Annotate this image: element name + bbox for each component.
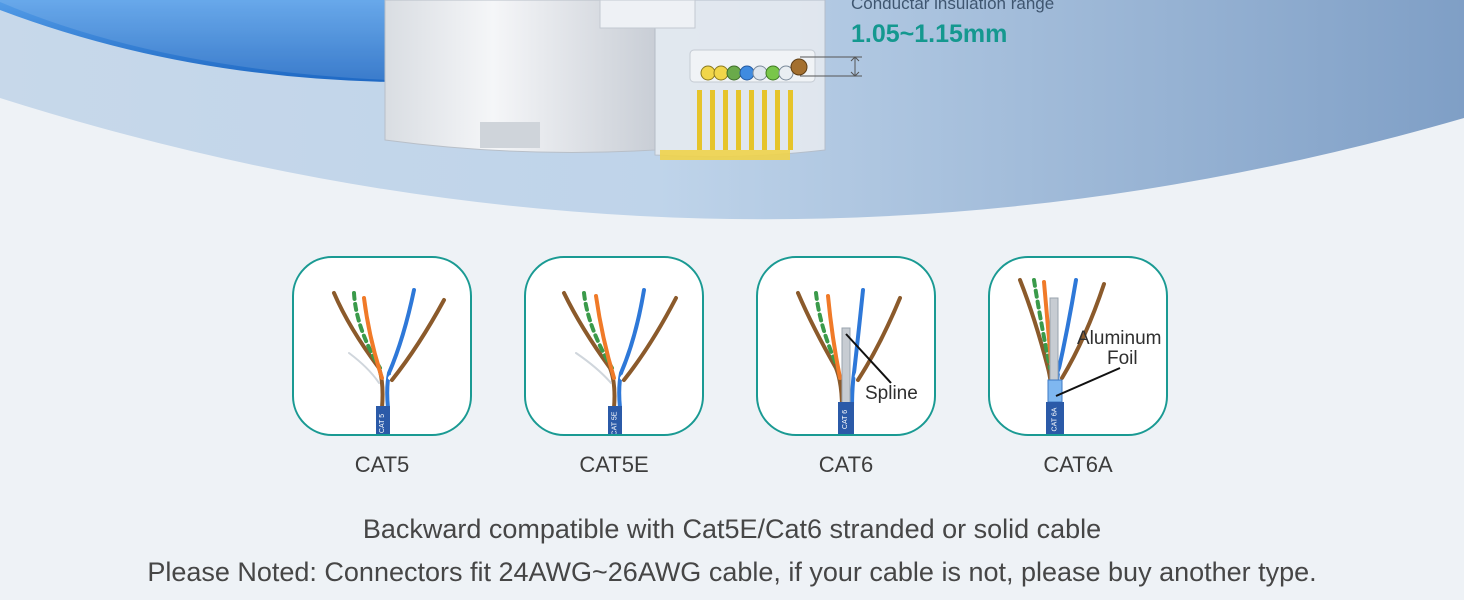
cat6a-jacket-text: CAT 6A bbox=[1051, 407, 1059, 431]
compatibility-note: Backward compatible with Cat5E/Cat6 stra… bbox=[362, 514, 1102, 544]
awg-note: Please Noted: Connectors fit 24AWG~26AWG… bbox=[147, 557, 1317, 587]
cat6-jacket-text: CAT 6 bbox=[842, 409, 850, 429]
cat6-cable-illustration bbox=[796, 288, 902, 434]
network-cable-image bbox=[0, 0, 390, 82]
rj45-connector-image bbox=[384, 0, 826, 160]
cable-card-cat6a: CAT 6A Aluminum Foil bbox=[988, 256, 1168, 436]
cable-card-cat5: CAT 5 bbox=[292, 256, 472, 436]
cable-label-cat6: CAT6 bbox=[818, 452, 874, 477]
cable-label-cat5: CAT5 bbox=[354, 452, 410, 477]
cat5e-jacket-text: CAT 5E bbox=[611, 411, 619, 435]
cat6a-cable-illustration bbox=[1018, 278, 1121, 434]
cable-label-cat5e: CAT5E bbox=[579, 452, 649, 477]
cable-card-cat5e: CAT 5E bbox=[524, 256, 704, 436]
cat5e-cable-illustration bbox=[562, 288, 678, 434]
foil-callout-line2: Foil bbox=[1107, 348, 1138, 369]
cat5-cable-illustration bbox=[332, 288, 446, 434]
spec-value: 1.05~1.15mm bbox=[851, 20, 1008, 48]
spec-label: Conductar insulation range bbox=[851, 0, 1055, 13]
foil-callout-line1: Aluminum bbox=[1077, 328, 1162, 349]
cat5-jacket-text: CAT 5 bbox=[379, 413, 387, 433]
spline-callout: Spline bbox=[865, 383, 918, 404]
cable-card-cat6: CAT 6 Spline bbox=[756, 256, 936, 436]
cable-label-cat6a: CAT6A bbox=[1043, 452, 1113, 477]
dimension-marker bbox=[800, 56, 862, 77]
